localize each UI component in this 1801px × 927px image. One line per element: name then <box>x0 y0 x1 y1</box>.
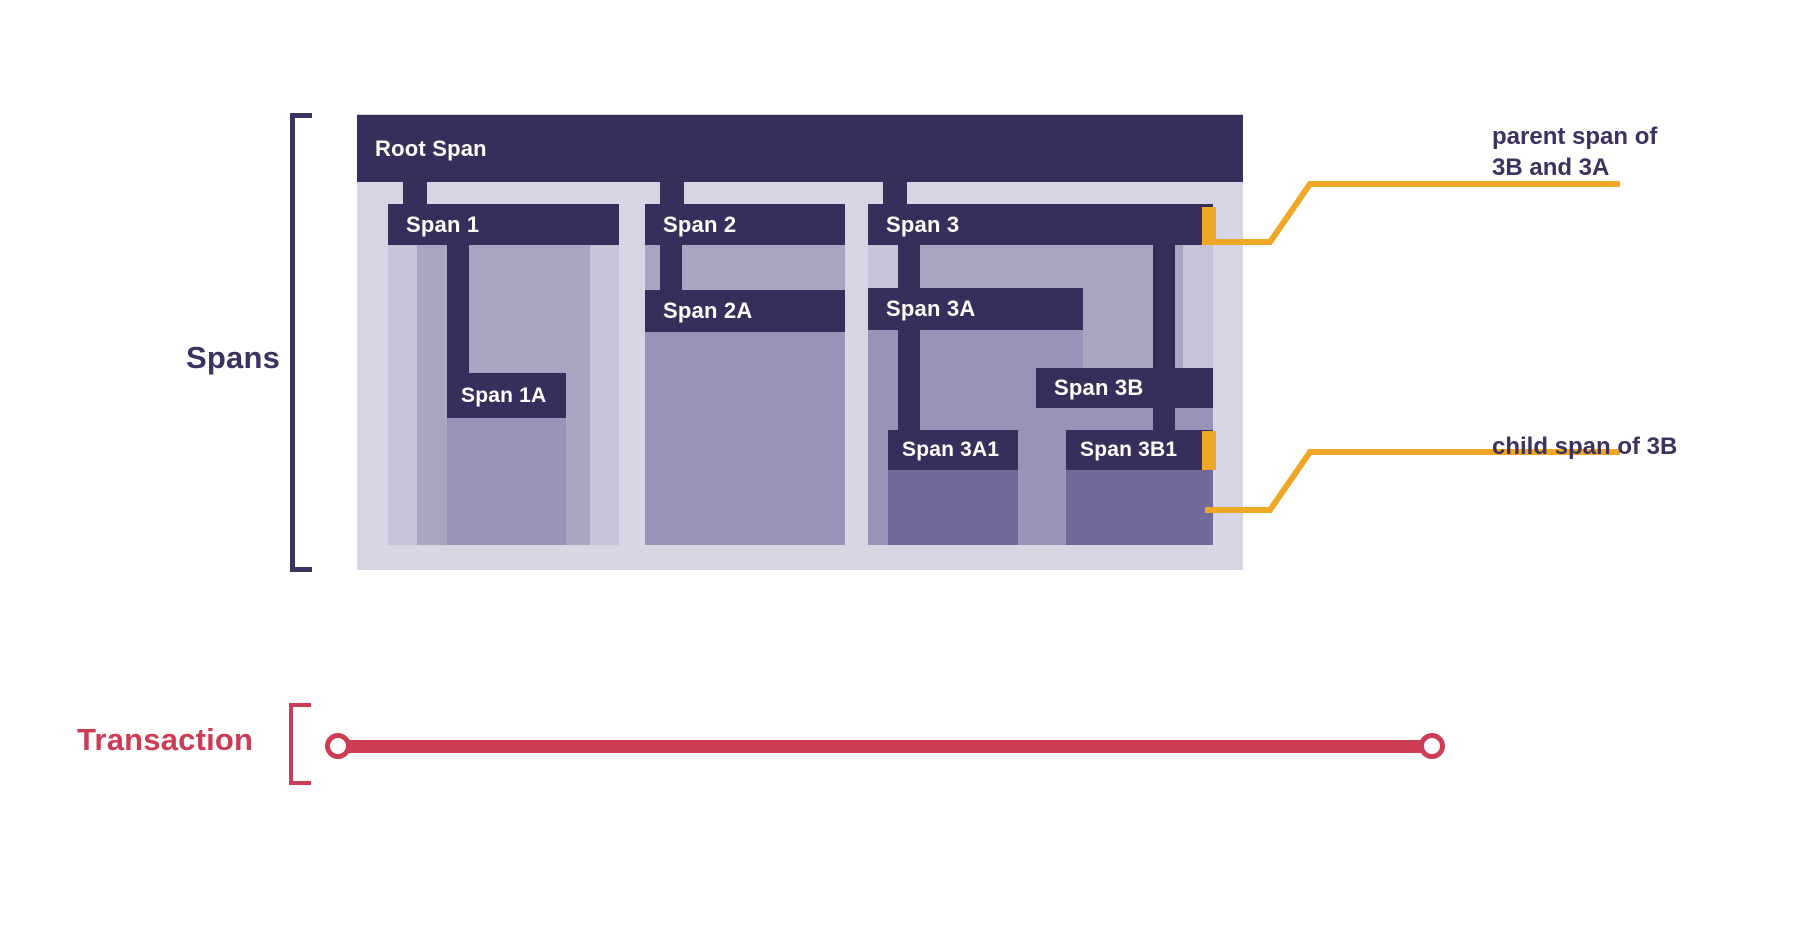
leader-line-parent-span <box>1205 181 1620 245</box>
span-label-root: Root Span <box>375 135 487 161</box>
span-bar-span1[interactable]: Span 1 <box>388 204 619 245</box>
transaction-end-dot[interactable] <box>1419 733 1445 759</box>
connector-span3-to-span3b <box>1153 245 1175 372</box>
span-bar-span2[interactable]: Span 2 <box>645 204 845 245</box>
span-bar-root[interactable]: Root Span <box>357 115 1243 182</box>
span-label-span2a: Span 2A <box>663 298 753 323</box>
span-body-2a <box>645 290 845 545</box>
span-label-span2: Span 2 <box>663 211 737 237</box>
spans-panel: Root Span Span 1 Span 1A Span 2 Span 2A … <box>357 114 1243 570</box>
transaction-bracket <box>289 703 311 785</box>
span-bar-span3a1[interactable]: Span 3A1 <box>888 430 1018 470</box>
transaction-bar <box>338 740 1432 753</box>
span-label-span3b: Span 3B <box>1054 375 1144 400</box>
span-bar-span3[interactable]: Span 3 <box>868 204 1213 245</box>
connector-span3-to-span3a <box>898 245 920 300</box>
annotation-parent-span: parent span of 3B and 3A <box>1492 123 1658 181</box>
connector-span3b-to-span3b1 <box>1153 408 1175 430</box>
connector-span2-to-span2a <box>660 245 682 300</box>
span-bar-span1a[interactable]: Span 1A <box>447 373 566 418</box>
highlight-marker-span3b1 <box>1202 431 1216 470</box>
highlight-marker-span3 <box>1202 207 1216 245</box>
span-label-span3: Span 3 <box>886 211 960 237</box>
spans-bracket <box>290 113 312 572</box>
span-label-span3a: Span 3A <box>886 296 976 321</box>
span-label-span1: Span 1 <box>406 211 480 237</box>
leader-line-child-span <box>1205 449 1620 513</box>
span-bar-span3b[interactable]: Span 3B <box>1036 368 1213 408</box>
connector-span1-to-span1a <box>447 245 469 379</box>
span-bar-span2a[interactable]: Span 2A <box>645 290 845 332</box>
transaction-start-dot[interactable] <box>325 733 351 759</box>
transaction-axis-label: Transaction <box>77 722 254 757</box>
span-bar-span3a[interactable]: Span 3A <box>868 288 1083 330</box>
connector-span3a-to-span3a1 <box>898 330 920 430</box>
span-bar-span3b1[interactable]: Span 3B1 <box>1066 430 1213 470</box>
annotation-child-span: child span of 3B <box>1492 433 1678 460</box>
spans-axis-label: Spans <box>186 340 281 375</box>
span-label-span1a: Span 1A <box>461 383 547 407</box>
span-label-span3a1: Span 3A1 <box>902 438 1000 461</box>
span-label-span3b1: Span 3B1 <box>1080 438 1178 461</box>
